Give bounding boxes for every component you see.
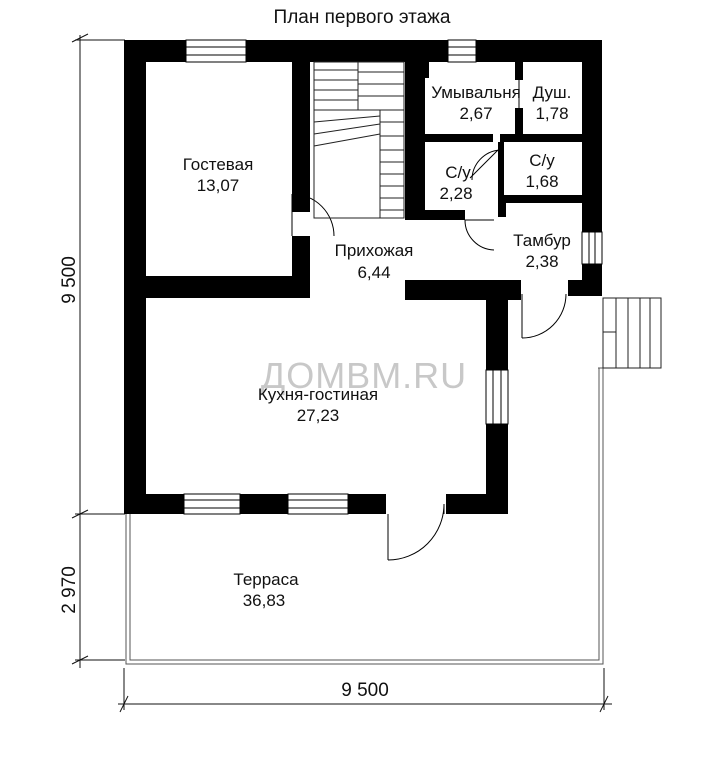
room-label-kitchen: Кухня-гостиная 27,23 — [258, 385, 378, 425]
room-area: 1,78 — [535, 104, 568, 123]
windows — [183, 39, 603, 515]
room-name: Кухня-гостиная — [258, 385, 378, 404]
room-label-vestibule: Тамбур 2,38 — [513, 231, 571, 271]
doors — [291, 80, 567, 561]
room-name: Тамбур — [513, 231, 571, 250]
room-name: Гостевая — [183, 155, 254, 174]
room-label-washroom: Умывальня 2,67 — [431, 83, 521, 123]
plan-title: План первого этажа — [274, 7, 451, 28]
room-label-guest: Гостевая 13,07 — [183, 155, 254, 195]
room-label-terrace: Терраса 36,83 — [233, 570, 299, 610]
room-name: Прихожая — [335, 241, 414, 260]
room-area: 6,44 — [357, 263, 390, 282]
watermark: ДОМВМ.RU — [261, 355, 467, 396]
terrace-outline — [125, 367, 604, 665]
dimension-left-main: 9 500 — [59, 256, 80, 304]
room-name: Душ. — [533, 83, 572, 102]
room-name: С/у — [445, 163, 471, 182]
room-label-shower: Душ. 1,78 — [533, 83, 572, 123]
staircase — [313, 61, 405, 219]
outdoor-steps — [602, 297, 662, 369]
dimension-lines — [71, 33, 612, 713]
room-label-wc1: С/у 2,28 — [439, 163, 472, 203]
room-label-wc2: С/у 1,68 — [525, 151, 558, 191]
dimension-bottom: 9 500 — [341, 680, 389, 701]
room-label-hall: Прихожая 6,44 — [335, 241, 414, 282]
room-area: 2,28 — [439, 184, 472, 203]
room-name: Терраса — [233, 570, 299, 589]
room-area: 1,68 — [525, 172, 558, 191]
room-name: Умывальня — [431, 83, 521, 102]
room-area: 2,67 — [459, 104, 492, 123]
dimension-left-terrace: 2 970 — [59, 566, 80, 614]
room-area: 27,23 — [297, 406, 340, 425]
room-area: 13,07 — [197, 176, 240, 195]
room-area: 2,38 — [525, 252, 558, 271]
room-name: С/у — [529, 151, 555, 170]
room-area: 36,83 — [243, 591, 286, 610]
